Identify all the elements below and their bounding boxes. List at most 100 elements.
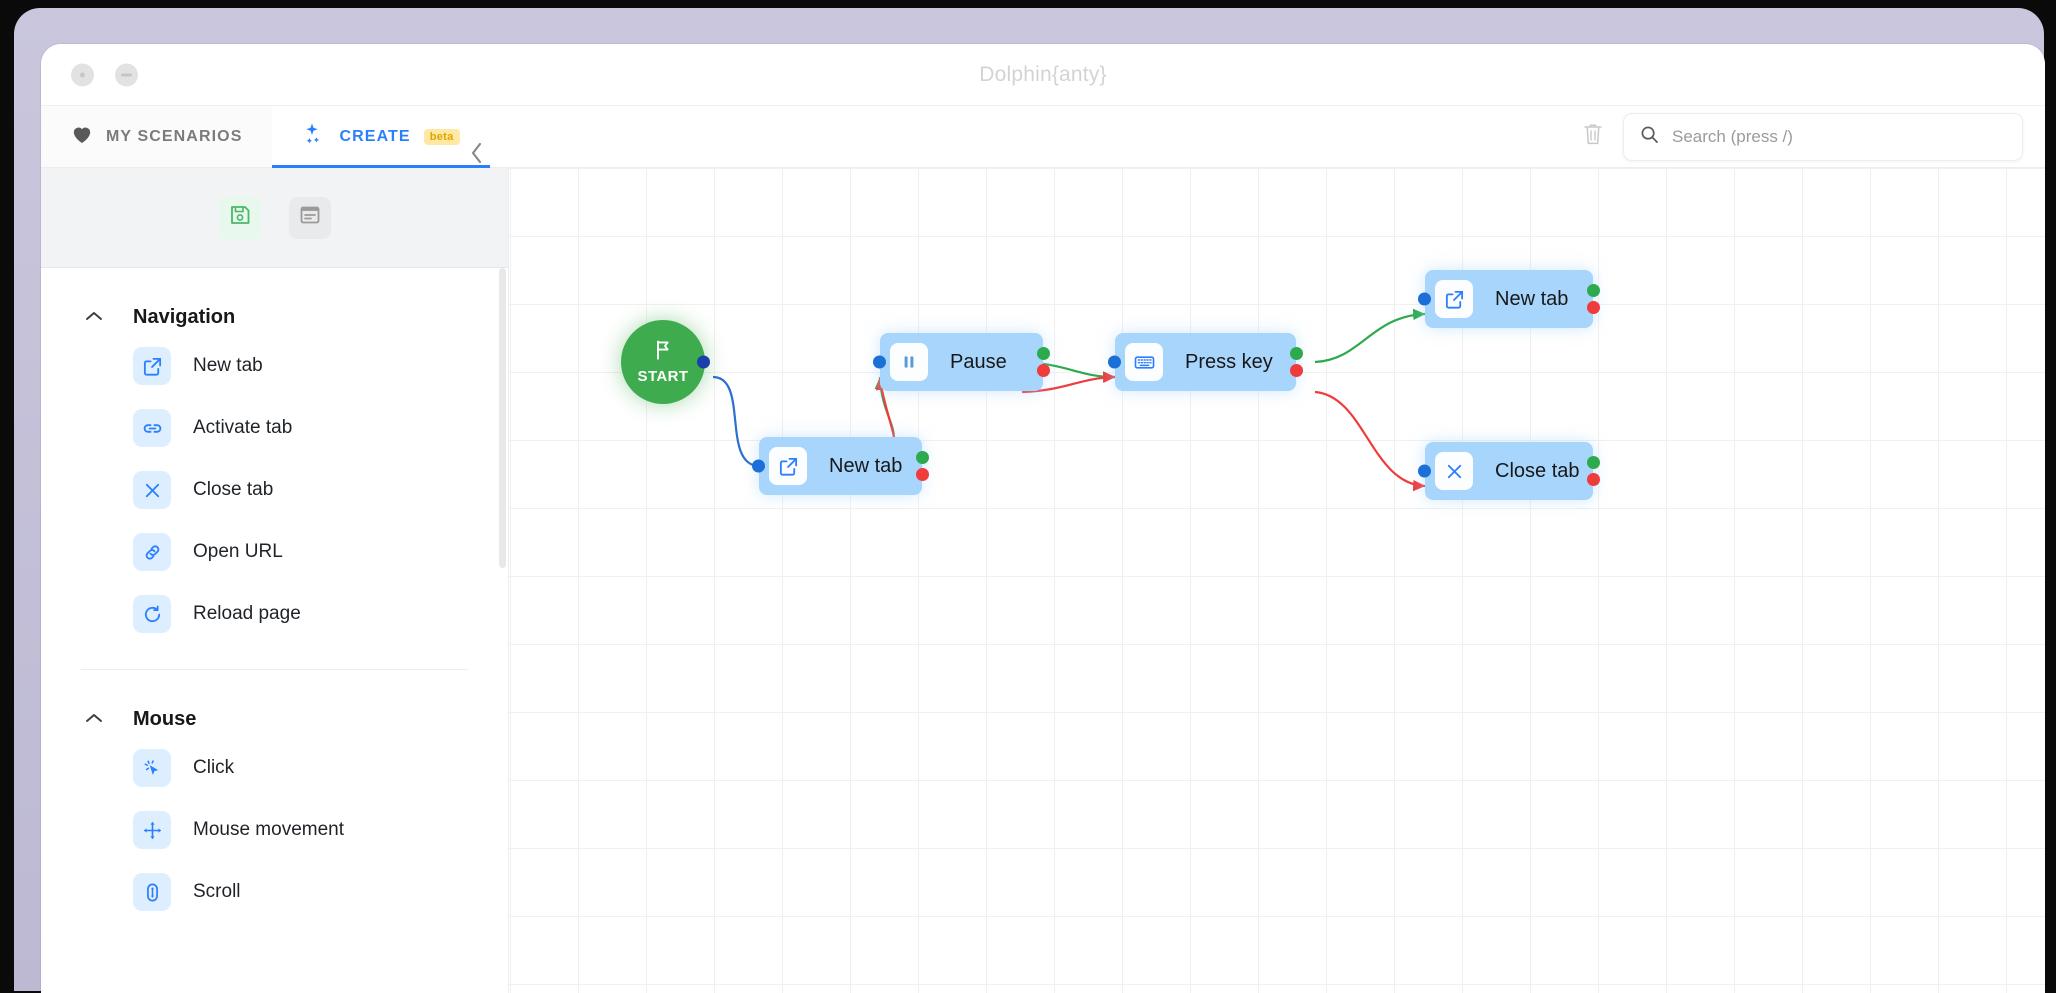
trash-icon[interactable] (1581, 121, 1605, 152)
node-new-tab-1[interactable]: New tab (752, 437, 929, 495)
sidebar-scrollbar-thumb[interactable] (499, 268, 506, 568)
node-press-key-error-port[interactable] (1290, 364, 1303, 377)
node-close-tab-success-port[interactable] (1587, 456, 1600, 469)
search-input[interactable] (1672, 126, 2006, 147)
window-titlebar: Dolphin{anty} (41, 44, 2045, 106)
main-body: Navigation New tab (41, 142, 2045, 993)
sidebar-item-reload-page[interactable]: Reload page (81, 583, 468, 645)
sidebar-item-scroll[interactable]: Scroll (81, 861, 468, 923)
cursor-click-icon (133, 749, 171, 787)
toolbar-right-group (1581, 112, 2023, 161)
sidebar-item-close-tab-label: Close tab (193, 479, 274, 500)
external-link-icon (769, 447, 807, 485)
node-new-tab-2-input-port[interactable] (1418, 292, 1431, 306)
node-pause-success-port[interactable] (1037, 347, 1050, 360)
sidebar-item-scroll-label: Scroll (193, 881, 241, 902)
actions-sidebar: Navigation New tab (41, 142, 509, 993)
beta-badge: beta (423, 128, 460, 145)
node-pause[interactable]: Pause (873, 333, 1050, 391)
window-controls (71, 63, 138, 86)
tab-my-scenarios-label: MY SCENARIOS (106, 127, 243, 145)
edge-layer (712, 308, 1426, 492)
heart-icon (71, 124, 93, 149)
close-x-icon (133, 471, 171, 509)
node-pause-input-port[interactable] (873, 355, 886, 369)
sidebar-item-activate-tab[interactable]: Activate tab (81, 397, 468, 459)
node-new-tab-2-success-port[interactable] (1587, 284, 1600, 297)
sidebar-scroll-area[interactable]: Navigation New tab (41, 268, 508, 993)
node-new-tab-1-input-port[interactable] (752, 459, 765, 473)
save-scenario-button[interactable] (218, 196, 261, 239)
window-dot-button[interactable] (71, 63, 94, 86)
node-close-tab-label: Close tab (1495, 459, 1580, 482)
node-press-key-success-port[interactable] (1290, 347, 1303, 360)
application-window: Dolphin{anty} MY SCENARIOS (41, 44, 2045, 993)
node-pause-label: Pause (950, 350, 1007, 373)
sparkle-icon (302, 122, 326, 151)
dot-icon (80, 72, 85, 77)
sidebar-collapse-button[interactable] (464, 140, 490, 166)
sidebar-toolbar (41, 142, 508, 268)
sidebar-item-new-tab-label: New tab (193, 355, 263, 376)
node-new-tab-1-success-port[interactable] (916, 451, 929, 464)
sidebar-item-click-label: Click (193, 757, 235, 778)
node-new-tab-1-error-port[interactable] (916, 468, 929, 481)
window-chrome-frame: Dolphin{anty} MY SCENARIOS (14, 8, 2045, 993)
sidebar-item-close-tab[interactable]: Close tab (81, 459, 468, 521)
chain-link-icon (133, 533, 171, 571)
node-press-key-label: Press key (1185, 350, 1273, 373)
node-start-label: START (637, 368, 689, 385)
mouse-scroll-icon (133, 873, 171, 911)
sidebar-item-open-url-label: Open URL (193, 541, 283, 562)
sidebar-item-open-url[interactable]: Open URL (81, 521, 468, 583)
sidebar-group-navigation: Navigation New tab (81, 268, 468, 645)
node-press-key-input-port[interactable] (1108, 355, 1121, 369)
node-close-tab[interactable]: Close tab (1418, 442, 1600, 500)
node-press-key[interactable]: Press key (1108, 333, 1303, 391)
sidebar-item-click[interactable]: Click (81, 737, 468, 799)
external-link-icon (1435, 280, 1473, 318)
sidebar-group-navigation-title: Navigation (133, 306, 236, 328)
sidebar-item-mouse-movement[interactable]: Mouse movement (81, 799, 468, 861)
node-new-tab-2[interactable]: New tab (1418, 270, 1600, 328)
notes-button[interactable] (288, 196, 331, 239)
node-new-tab-1-label: New tab (829, 454, 903, 477)
flag-icon (652, 339, 674, 366)
search-box[interactable] (1623, 112, 2023, 161)
minimize-icon (121, 73, 132, 76)
node-close-tab-error-port[interactable] (1587, 473, 1600, 486)
sidebar-group-mouse-title: Mouse (133, 708, 197, 730)
scenario-canvas[interactable]: START New tab (509, 168, 2045, 993)
sidebar-item-mouse-movement-label: Mouse movement (193, 819, 345, 840)
sidebar-group-mouse-header[interactable]: Mouse (81, 700, 468, 737)
sidebar-item-reload-page-label: Reload page (193, 603, 301, 624)
external-link-icon (133, 347, 171, 385)
close-x-icon (1435, 452, 1473, 490)
top-toolbar-row: MY SCENARIOS CREATE beta (41, 106, 2045, 168)
tab-create-label: CREATE (339, 127, 411, 145)
node-new-tab-2-error-port[interactable] (1587, 301, 1600, 314)
chevron-up-icon (85, 711, 103, 729)
window-minimize-button[interactable] (115, 63, 138, 86)
node-close-tab-input-port[interactable] (1418, 464, 1431, 478)
node-start-output-port[interactable] (697, 355, 710, 369)
move-arrows-icon (133, 811, 171, 849)
sidebar-item-activate-tab-label: Activate tab (193, 417, 293, 438)
sidebar-group-navigation-header[interactable]: Navigation (81, 298, 468, 335)
tab-my-scenarios[interactable]: MY SCENARIOS (41, 106, 273, 167)
sidebar-group-mouse: Mouse Click (81, 669, 468, 923)
node-start[interactable]: START (621, 320, 710, 404)
sidebar-item-new-tab[interactable]: New tab (81, 335, 468, 397)
edge-start-to-new-tab-1 (712, 375, 760, 468)
chevron-up-icon (85, 309, 103, 327)
link-horizontal-icon (133, 409, 171, 447)
node-pause-error-port[interactable] (1037, 364, 1050, 377)
reload-circular-icon (133, 595, 171, 633)
floppy-save-icon (228, 203, 252, 232)
pause-icon (890, 343, 928, 381)
window-title: Dolphin{anty} (979, 62, 1107, 86)
edge-press-key-to-close-tab-error (1314, 390, 1426, 492)
edge-press-key-to-new-tab-2-success (1314, 308, 1426, 364)
tab-create[interactable]: CREATE beta (272, 106, 490, 168)
